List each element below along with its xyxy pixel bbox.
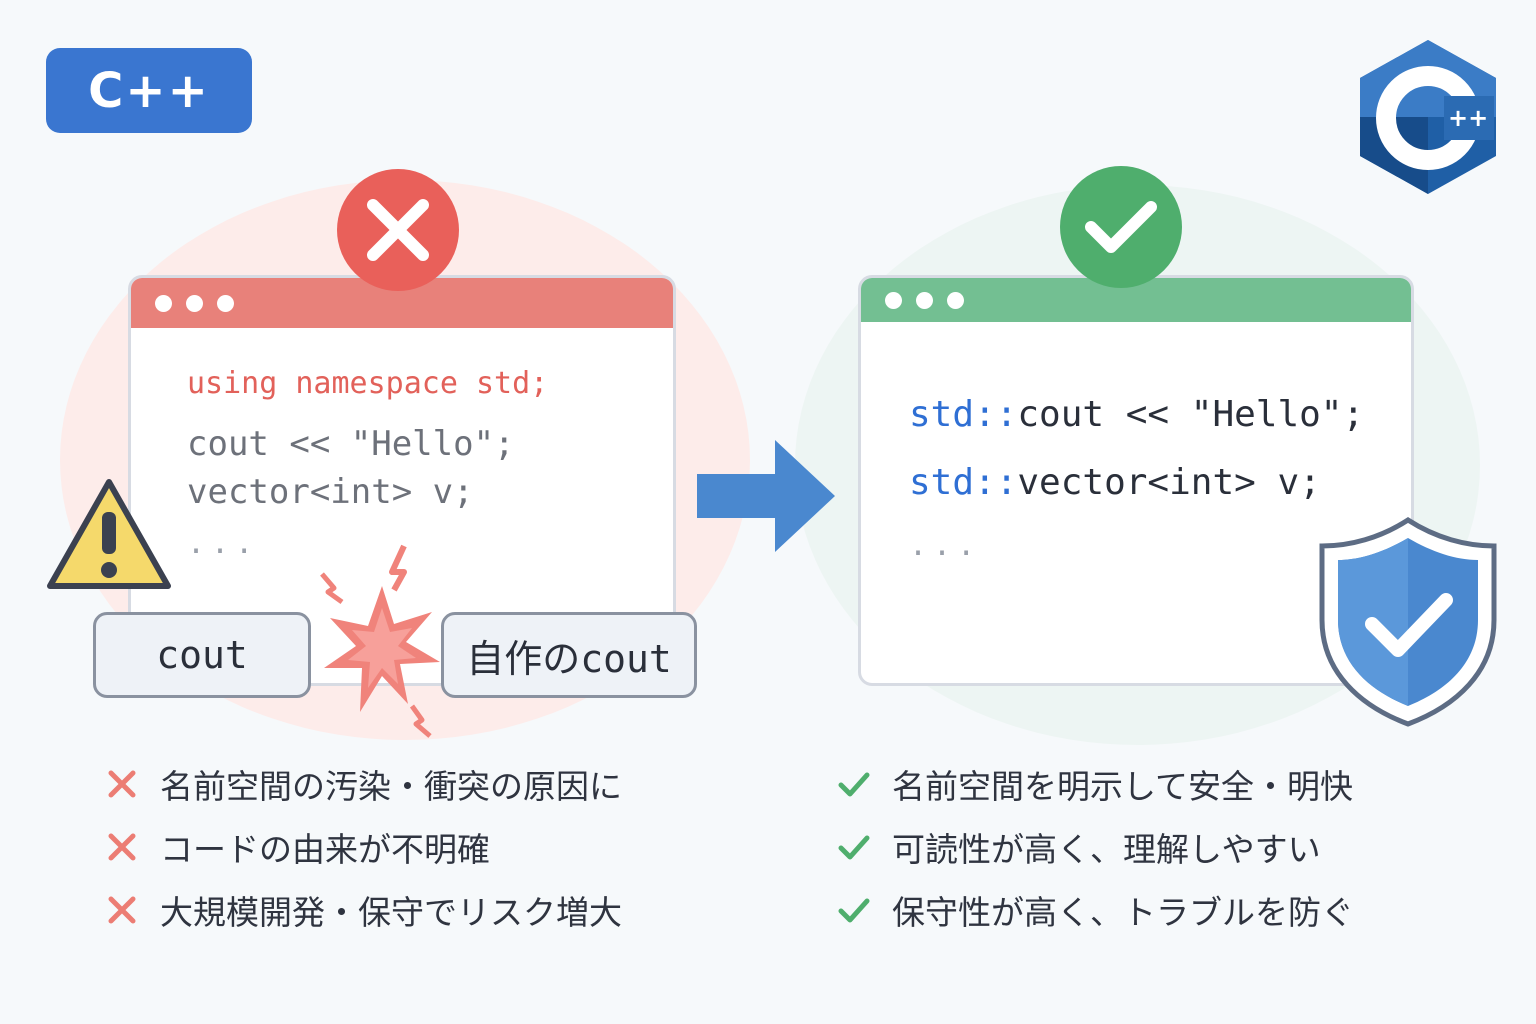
- bad-point: 名前空間の汚染・衝突の原因に: [106, 760, 622, 808]
- code-line-ellipsis: ...: [909, 528, 981, 563]
- window-dot: [217, 294, 234, 312]
- svg-text:++: ++: [1448, 104, 1488, 132]
- good-point-text: 可読性が高く、理解しやすい: [892, 830, 1321, 869]
- check-icon: [1085, 201, 1157, 253]
- shield-check-icon: [1319, 517, 1497, 727]
- good-point-text: 保守性が高く、トラブルを防ぐ: [892, 893, 1354, 932]
- std-prefix: std::: [909, 462, 1018, 503]
- warning-icon: [47, 479, 171, 589]
- code-line-using-namespace: using namespace std;: [187, 366, 549, 401]
- window-dot: [186, 294, 203, 312]
- good-point: 保守性が高く、トラブルを防ぐ: [838, 886, 1354, 934]
- good-point-text: 名前空間を明示して安全・明快: [892, 767, 1354, 806]
- code-line-cout: cout << "Hello";: [187, 424, 515, 464]
- x-mark-icon: [108, 896, 136, 924]
- window-dot: [916, 291, 933, 309]
- custom-cout-label: 自作のcout: [441, 612, 697, 698]
- bad-code-window: using namespace std; cout << "Hello"; ve…: [128, 275, 676, 686]
- code-line-std-cout: std::cout << "Hello";: [909, 394, 1364, 435]
- x-mark-icon: [108, 770, 136, 798]
- code-text: cout << "Hello";: [1017, 394, 1365, 435]
- check-mark-icon: [838, 772, 870, 797]
- cout-label: cout: [93, 612, 311, 698]
- arrow-right-icon: [697, 440, 835, 552]
- bad-point: 大規模開発・保守でリスク増大: [106, 886, 622, 934]
- check-mark-icon: [838, 898, 870, 923]
- code-text: ...: [909, 528, 982, 563]
- code-line-vector: vector<int> v;: [187, 472, 474, 512]
- window-dot: [885, 291, 902, 309]
- x-mark-icon: [108, 833, 136, 861]
- check-mark-icon: [838, 835, 870, 860]
- std-prefix: std::: [909, 394, 1018, 435]
- cpp-badge: C++: [46, 48, 252, 133]
- cpp-logo-icon: ++: [1360, 40, 1496, 194]
- bad-point: コードの由来が不明確: [106, 823, 490, 871]
- conflict-burst-icon: [320, 544, 440, 738]
- good-point: 可読性が高く、理解しやすい: [838, 823, 1321, 871]
- code-line-std-vector: std::vector<int> v;: [909, 462, 1321, 503]
- bad-point-text: コードの由来が不明確: [160, 830, 490, 869]
- window-dot: [947, 291, 964, 309]
- x-icon: [367, 199, 429, 261]
- bad-point-text: 名前空間の汚染・衝突の原因に: [160, 767, 622, 806]
- good-point: 名前空間を明示して安全・明快: [838, 760, 1353, 808]
- error-status: [337, 169, 459, 291]
- bad-point-text: 大規模開発・保守でリスク増大: [160, 893, 622, 932]
- code-text: vector<int> v;: [1017, 462, 1321, 503]
- code-line-ellipsis: ...: [187, 526, 260, 561]
- success-status: [1060, 166, 1182, 288]
- window-dot: [155, 294, 172, 312]
